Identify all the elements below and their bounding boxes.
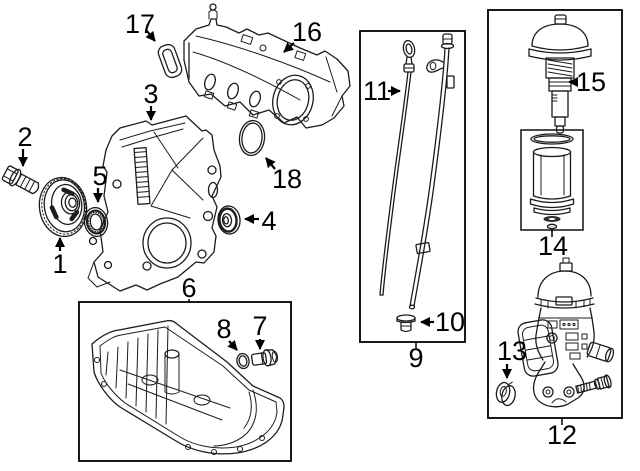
- part-manifold-gasket: [157, 43, 183, 79]
- part-filter-kit: [529, 133, 575, 230]
- oil-pan-group-box: [78, 301, 292, 462]
- part-tube-plug: [396, 314, 416, 333]
- part-oil-pan: [91, 319, 285, 455]
- part-intake-manifold: [183, 3, 351, 129]
- callout-3-label: 3: [143, 79, 158, 109]
- dipstick-group-box: [359, 30, 466, 343]
- part-o-ring: [238, 119, 266, 157]
- part-seal: [217, 205, 241, 235]
- callout-16-label: 16: [292, 17, 322, 47]
- callout-13-label: 13: [497, 336, 527, 366]
- callout-6-label: 6: [181, 273, 196, 303]
- callout-16-arrow: [283, 42, 295, 53]
- callout-7-label: 7: [252, 311, 267, 341]
- callout-18-arrow: [265, 157, 276, 170]
- part-pulley-bolt: [1, 165, 40, 195]
- callout-10-label: 10: [435, 307, 465, 337]
- callout-4-label: 4: [261, 206, 276, 236]
- callout-12-label: 12: [547, 420, 577, 450]
- callout-15-label: 15: [576, 67, 606, 97]
- callout-1-label: 1: [52, 249, 67, 279]
- part-dipstick-guide-tube: [408, 33, 455, 310]
- part-housing-bolt: [575, 374, 612, 394]
- part-oil-filter-housing: [517, 257, 615, 408]
- callout-8-arrow: [227, 339, 238, 351]
- callout-17-label: 17: [125, 9, 155, 39]
- part-drain-plug: [250, 349, 279, 367]
- callout-18-label: 18: [272, 164, 302, 194]
- part-drain-plug-gasket: [236, 352, 250, 370]
- callout-9-label: 9: [408, 343, 423, 373]
- callout-17-arrow: [145, 30, 156, 42]
- callout-2-label: 2: [17, 122, 32, 152]
- callout-14-label: 14: [538, 231, 568, 261]
- filter-housing-group-box: [487, 9, 623, 419]
- part-crankshaft-pulley: [38, 176, 88, 238]
- callout-11-label: 11: [363, 76, 391, 106]
- callout-8-label: 8: [216, 314, 231, 344]
- callout-5-label: 5: [92, 161, 107, 191]
- part-timing-cover: [87, 115, 222, 292]
- part-dipstick: [379, 39, 416, 296]
- part-clamp: [495, 381, 516, 407]
